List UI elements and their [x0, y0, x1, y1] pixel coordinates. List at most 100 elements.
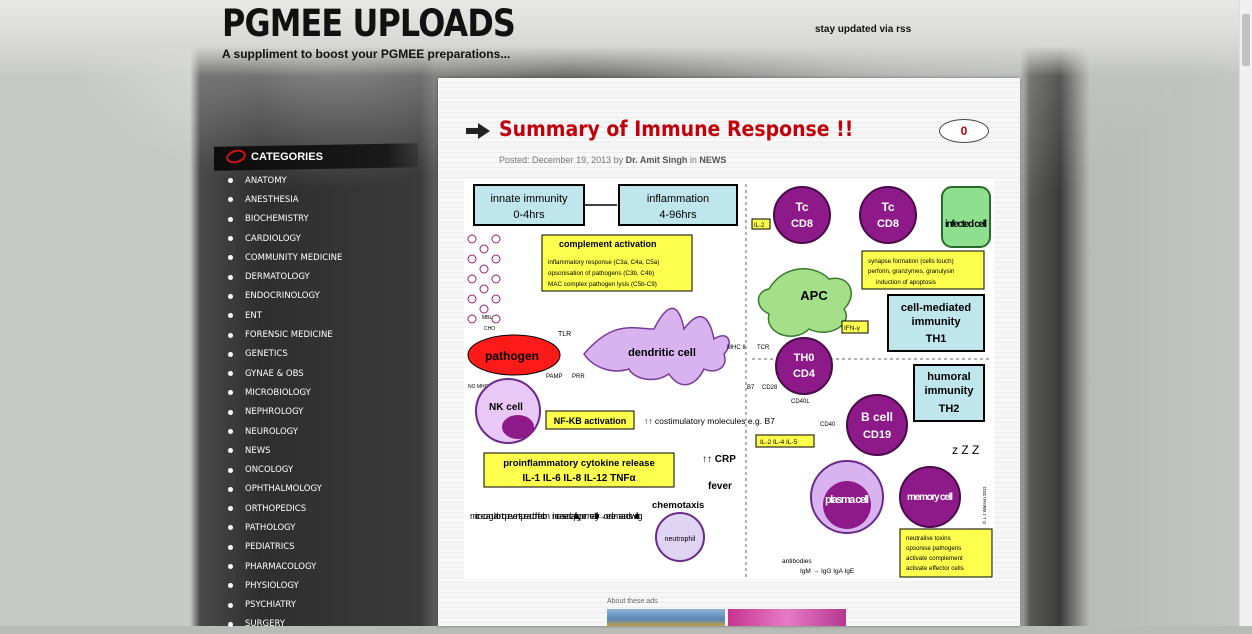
rss-link[interactable]: stay updated via rss [815, 24, 912, 35]
category-link[interactable]: PSYCHIATRY [245, 600, 296, 611]
category-item[interactable]: PEDIATRICS [228, 538, 342, 557]
humoral-label-2: immunity [925, 385, 975, 397]
category-link[interactable]: PEDIATRICS [245, 542, 295, 553]
bullet-icon [228, 216, 233, 222]
category-link[interactable]: NEWS [245, 445, 271, 456]
prr-label: PRR [572, 374, 585, 380]
category-link[interactable]: NEUROLOGY [245, 426, 299, 437]
post-category-link[interactable]: NEWS [699, 155, 727, 165]
bullet-icon [228, 178, 233, 184]
category-link[interactable]: GENETICS [245, 349, 288, 360]
antibodies-label: antibodies [782, 558, 812, 565]
bullet-icon [228, 313, 233, 319]
memory-cell [899, 466, 961, 528]
category-link[interactable]: ENT [245, 310, 262, 321]
post-author-link[interactable]: Dr. Amit Singh [625, 155, 688, 165]
tcr-label: TCR [757, 345, 770, 351]
ad-thumbnail-1[interactable] [607, 609, 725, 626]
nk-nucleus [502, 415, 534, 439]
category-link[interactable]: PHYSIOLOGY [245, 580, 299, 591]
cd28-label: CD28 [762, 385, 778, 391]
cmi-label-3: TH1 [926, 333, 947, 345]
category-link[interactable]: ANESTHESIA [245, 194, 299, 205]
category-link[interactable]: PATHOLOGY [245, 522, 296, 533]
antibody-classes-label: IgM → IgG IgA IgE [800, 568, 855, 575]
site-title[interactable]: PGMEE UPLOADS [222, 2, 516, 45]
mbl-label: MBL [482, 315, 493, 321]
neut-line-1: neutralise toxins [906, 535, 951, 542]
category-link[interactable]: COMMUNITY MEDICINE [245, 252, 343, 263]
category-link[interactable]: GYNAE & OBS [245, 368, 304, 379]
bullet-icon [228, 506, 233, 512]
category-item[interactable]: ORTHOPEDICS [228, 499, 342, 518]
posted-label: Posted: [499, 155, 530, 165]
category-link[interactable]: NEPHROLOGY [245, 407, 304, 418]
category-item[interactable]: CARDIOLOGY [228, 229, 342, 248]
category-link[interactable]: DERMATOLOGY [245, 272, 310, 283]
comment-count-badge[interactable]: 0 [939, 119, 989, 143]
category-item[interactable]: GENETICS [228, 345, 342, 364]
category-item[interactable]: COMMUNITY MEDICINE [228, 248, 342, 267]
category-link[interactable]: ORTHOPEDICS [245, 503, 307, 514]
no-mhc-label: NO MHC I [468, 384, 491, 390]
tc-label-1: Tc [795, 200, 808, 214]
category-item[interactable]: PHYSIOLOGY [228, 576, 342, 595]
synapse-line-3: induction of apoptosis [876, 279, 936, 286]
category-item[interactable]: ANATOMY [228, 171, 342, 190]
il-list-label: IL-2 IL-4 IL-5 [760, 439, 798, 446]
in-label: in [689, 155, 697, 165]
bullet-icon [228, 467, 233, 473]
crp-label: ↑↑ CRP [702, 454, 736, 465]
category-item[interactable]: OPHTHALMOLOGY [228, 480, 342, 499]
category-link[interactable]: ANATOMY [245, 175, 287, 186]
category-item[interactable]: NEUROLOGY [228, 422, 342, 441]
category-link[interactable]: MICROBIOLOGY [245, 387, 311, 398]
cho-label: CHO [484, 326, 495, 332]
ads-label[interactable]: About these ads [607, 598, 658, 605]
category-item[interactable]: PHARMACOLOGY [228, 557, 342, 576]
category-link[interactable]: ENDOCRINOLOGY [245, 291, 320, 302]
tlr-label: TLR [558, 331, 571, 338]
category-item[interactable]: NEPHROLOGY [228, 403, 342, 422]
complement-line-3: MAC complex pathogen lysis (C5b-C9) [548, 281, 657, 288]
bullet-icon [228, 293, 233, 299]
category-item[interactable]: BIOCHEMISTRY [228, 210, 342, 229]
category-item[interactable]: ANESTHESIA [228, 190, 342, 209]
il-list-box [755, 434, 815, 448]
category-item[interactable]: FORENSIC MEDICINE [228, 325, 342, 344]
category-item[interactable]: MICROBIOLOGY [228, 383, 342, 402]
scrollbar-thumb[interactable] [1242, 14, 1250, 66]
b-cell [846, 394, 908, 456]
ifn-box [841, 320, 869, 334]
category-item[interactable]: DERMATOLOGY [228, 267, 342, 286]
neut-line-2: opsonise pathogens [906, 545, 961, 552]
cytokine-list: IL-1 IL-6 IL-8 IL-12 TNFα [522, 473, 636, 484]
post-title[interactable]: Summary of Immune Response !! [499, 117, 854, 141]
category-item[interactable]: ENT [228, 306, 342, 325]
category-item[interactable]: PATHOLOGY [228, 518, 342, 537]
category-link[interactable]: FORENSIC MEDICINE [245, 330, 333, 341]
categories-heading: CATEGORIES [251, 151, 323, 163]
bullet-icon [228, 544, 233, 550]
immune-response-diagram[interactable]: innate immunity 0-4hrs inflammation 4-96… [464, 179, 994, 579]
category-link[interactable]: OPHTHALMOLOGY [245, 484, 322, 495]
category-link[interactable]: CARDIOLOGY [245, 233, 301, 244]
category-item[interactable]: SURGERY [228, 615, 342, 634]
category-link[interactable]: SURGERY [245, 619, 286, 630]
plasma-cell-nucleus [823, 481, 871, 529]
category-item[interactable]: ENDOCRINOLOGY [228, 287, 342, 306]
vertical-scrollbar[interactable] [1239, 0, 1252, 626]
costim-label: ↑↑ costimulatory molecules e.g. B7 [644, 416, 775, 426]
bullet-icon [228, 486, 233, 492]
ad-thumbnail-2[interactable] [728, 609, 846, 626]
category-item[interactable]: GYNAE & OBS [228, 364, 342, 383]
category-link[interactable]: BIOCHEMISTRY [245, 214, 309, 225]
category-link[interactable]: ONCOLOGY [245, 465, 294, 476]
category-item[interactable]: PSYCHIATRY [228, 596, 342, 615]
bcell-label: B cell [861, 410, 893, 424]
category-item[interactable]: ONCOLOGY [228, 460, 342, 479]
category-link[interactable]: PHARMACOLOGY [245, 561, 317, 572]
bullet-icon [228, 236, 233, 242]
bullet-icon [228, 429, 233, 434]
category-item[interactable]: NEWS [228, 441, 342, 460]
